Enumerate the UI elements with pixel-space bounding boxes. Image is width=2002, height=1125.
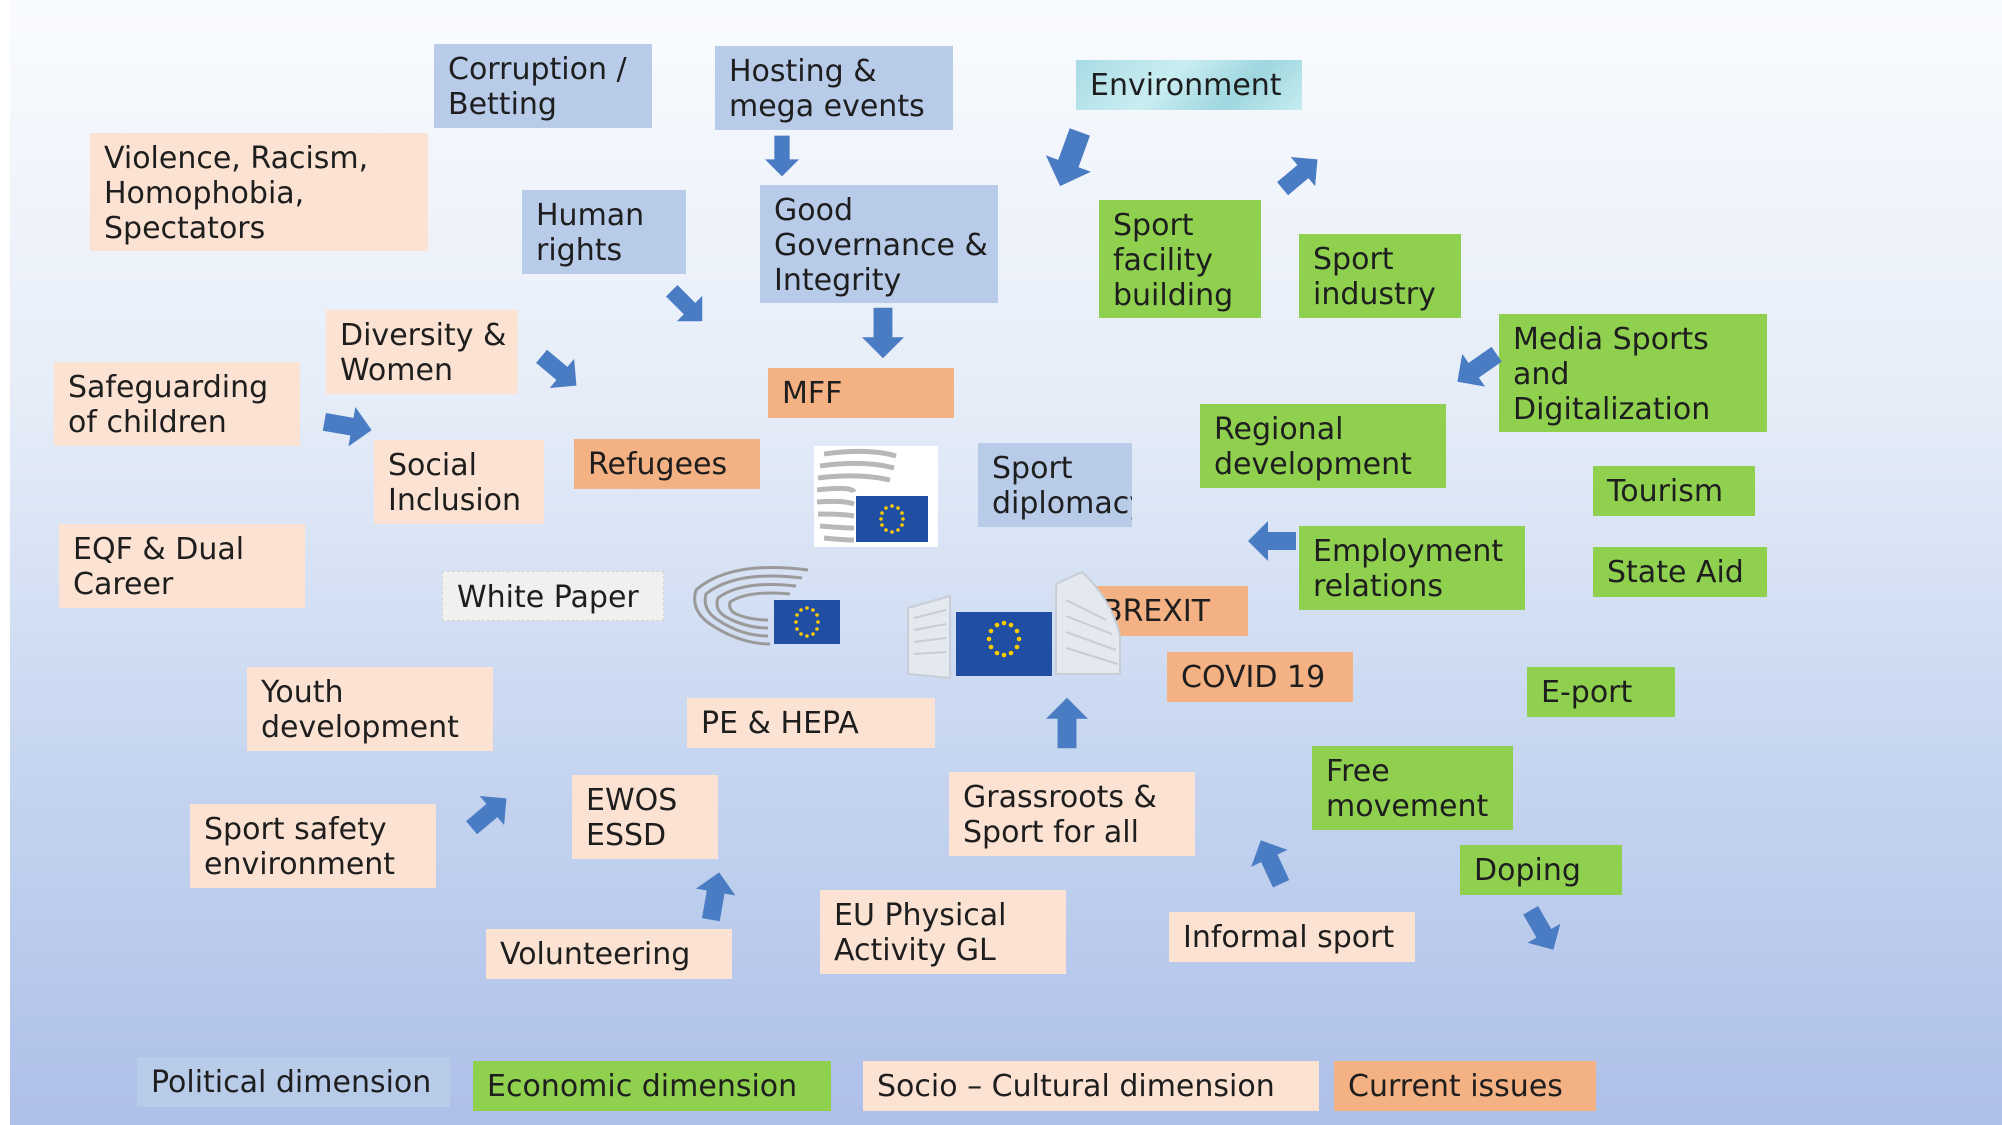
block-arrow-icon	[1523, 905, 1561, 950]
refugees-box: Refugees	[574, 439, 760, 489]
block-arrow-icon	[1457, 346, 1502, 387]
block-arrow-icon	[862, 307, 904, 359]
block-arrow-icon	[764, 135, 800, 177]
grassroots-sport-for-all-box: Grassroots &Sport for all	[949, 772, 1195, 856]
block-arrow-icon	[1046, 697, 1088, 749]
covid-19-box: COVID 19	[1167, 652, 1353, 702]
block-arrow-icon	[322, 406, 372, 447]
block-arrow-icon	[536, 349, 577, 388]
violence-racism-box: Violence, Racism,Homophobia,Spectators	[90, 133, 428, 251]
block-arrow-icon	[1251, 840, 1290, 888]
pe-hepa-box: PE & HEPA	[687, 698, 935, 748]
mff-box: MFF	[768, 368, 954, 418]
corruption-betting-box: Corruption /Betting	[434, 44, 652, 128]
council-of-the-eu-logo	[907, 570, 1121, 680]
european-commission-logo	[814, 446, 938, 547]
block-arrow-icon	[1277, 157, 1318, 196]
e-port-box: E-port	[1527, 667, 1675, 717]
legend-economic: Economic dimension	[473, 1061, 831, 1111]
block-arrow-icon	[665, 284, 703, 322]
block-arrow-icon	[695, 872, 736, 922]
legend-political: Political dimension	[137, 1057, 450, 1107]
legend-current: Current issues	[1334, 1061, 1596, 1111]
diversity-women-box: Diversity &Women	[326, 310, 518, 394]
informal-sport-box: Informal sport	[1169, 912, 1415, 962]
environment-box: Environment	[1076, 60, 1302, 110]
legend-socio-cultural: Socio – Cultural dimension	[863, 1061, 1319, 1111]
european-parliament-logo	[693, 566, 840, 646]
doping-box: Doping	[1460, 845, 1622, 895]
block-arrow-icon	[1248, 521, 1296, 561]
block-arrow-icon	[466, 796, 507, 835]
block-arrow-icon	[1045, 128, 1091, 187]
white-paper-box: White Paper	[442, 571, 664, 621]
state-aid-box: State Aid	[1593, 547, 1767, 597]
eu-sport-policy-diagram: Corruption /Betting Hosting &mega events…	[10, 0, 2002, 1125]
volunteering-box: Volunteering	[486, 929, 732, 979]
hosting-mega-events-box: Hosting &mega events	[715, 46, 953, 130]
tourism-box: Tourism	[1593, 466, 1755, 516]
